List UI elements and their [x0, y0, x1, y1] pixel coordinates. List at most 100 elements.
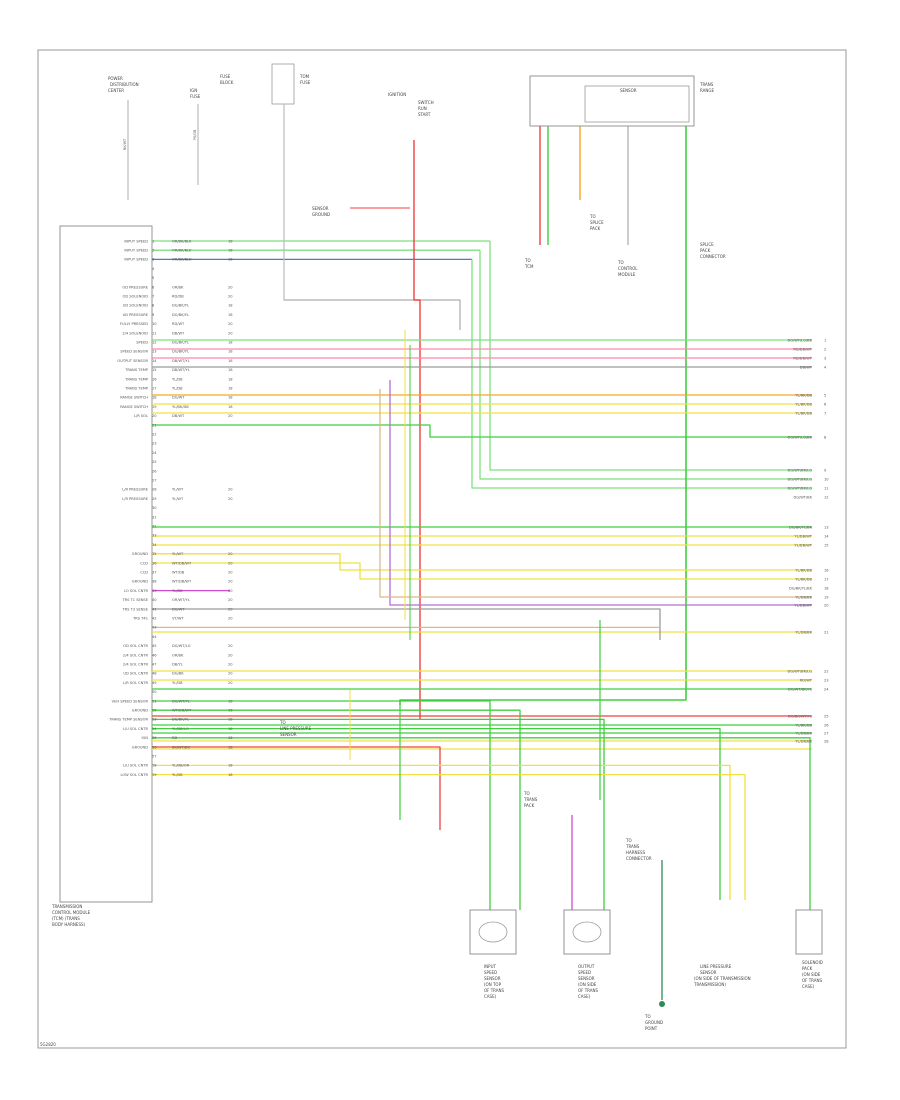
pin-wire-code: RD/DB	[172, 295, 184, 299]
wire-code: YL/DB/BK	[795, 731, 812, 735]
wire-code: RD/WT	[800, 678, 813, 682]
component-label: CASE)	[484, 994, 497, 999]
module-title-line: CONTROL MODULE	[52, 910, 91, 915]
wire-code: DB/WT	[800, 365, 813, 369]
wire-code: DG/WT/BK/YL	[788, 687, 812, 691]
pin-wire-code: OR/BK/BLK	[172, 258, 192, 262]
pin-number: 49	[152, 681, 157, 685]
component-label: FUSE	[220, 74, 231, 79]
wire-code: YL/DB/WT	[794, 543, 812, 547]
wire-code: DG/WT/BK/LG	[787, 477, 812, 481]
component-label: (ON SIDE	[578, 982, 597, 987]
component-label: CENTER	[108, 88, 124, 93]
pin-function-label: L/R PRESSURE	[122, 488, 148, 492]
pin-wire-code: DB/WT/YL	[172, 359, 190, 363]
note-s1: TO SPLICE PACK	[589, 214, 604, 231]
pin-function-label: TRANS TEMP	[124, 377, 149, 381]
note-s5: TO CONTROL MODULE	[617, 260, 638, 277]
component-label: TOM	[299, 74, 310, 79]
pin-function-label: LOW SOL CNTR	[120, 773, 148, 777]
wire	[152, 773, 746, 900]
pin-wire-code: OR/BK	[172, 653, 184, 657]
note-line: PACK	[700, 248, 711, 253]
pin-gauge: 20	[228, 617, 233, 621]
module-title-line: BODY HARNESS)	[52, 922, 86, 927]
connector-pin: 24	[824, 687, 829, 691]
note-line: TO	[523, 791, 530, 796]
note-line: CONNECTOR	[700, 254, 726, 259]
pin-function-label: INPUT SPEED	[124, 249, 148, 253]
pin-function-label: FULLY PRESSED	[120, 322, 148, 326]
wire-code: YL/DB/BK	[795, 739, 812, 743]
component-label: HARNESS	[626, 850, 646, 855]
pin-gauge: 20	[228, 295, 233, 299]
pin-gauge: 18	[228, 239, 233, 243]
diagram-frame	[37, 49, 847, 1049]
wire	[152, 746, 441, 830]
pin-gauge: 20	[228, 607, 233, 611]
pin-gauge: 18	[228, 387, 233, 391]
pin-gauge: 18	[228, 709, 233, 713]
connector-pin: 11	[824, 486, 829, 490]
component-label: TO	[625, 838, 632, 843]
tcm-pin-row: 27	[152, 479, 157, 483]
pin-gauge: 20	[228, 580, 233, 584]
pin-number: 4	[152, 267, 155, 271]
connector-pin: 7	[824, 411, 826, 415]
pin-wire-code: OR/BK/BLK	[172, 239, 192, 243]
pin-number: 44	[152, 635, 157, 639]
pin-wire-code: OR/BK/BLK	[172, 249, 192, 253]
pin-function-label: OD SOLENOID	[123, 295, 149, 299]
pin-gauge: 18	[228, 773, 233, 777]
connector-pin: 8	[824, 435, 827, 439]
pin-function-label: TRANS TEMP	[124, 387, 149, 391]
pin-gauge: 18	[228, 745, 233, 749]
component-label: OF TRANS	[578, 988, 599, 993]
wire-code: YL/DB/WT	[794, 603, 812, 607]
pin-number: 33	[152, 534, 157, 538]
pin-number: 25	[152, 460, 157, 464]
wire	[283, 200, 461, 330]
pin-wire-code: VT/WT	[172, 617, 184, 621]
pin-number: 19	[152, 405, 157, 409]
component-label: START	[418, 112, 431, 117]
component-label: LINE PRESSURE	[700, 964, 732, 969]
pin-number: 24	[152, 451, 157, 455]
top-component-c1: POWER DISTRIBUTION CENTER BK/WT	[108, 76, 139, 200]
right-wire-label: YL/DB/WT 15	[794, 543, 828, 547]
note-line: LINE PRESSURE	[280, 726, 312, 731]
component-label: RANGE	[700, 88, 714, 93]
component-label: FUSE	[190, 94, 201, 99]
pin-number: 45	[152, 644, 157, 648]
pin-gauge: 20	[228, 672, 233, 676]
tcm-pin-row: 30	[152, 506, 157, 510]
pin-number: 27	[152, 479, 157, 483]
pin-wire-code: YL/DB	[172, 773, 183, 777]
connector-pin: 15	[824, 543, 829, 547]
note-line: SPLICE	[700, 242, 714, 247]
note-line: TRANS	[523, 797, 538, 802]
wire	[152, 553, 812, 571]
note-line: TO	[617, 260, 624, 265]
pin-function-label: L/U SOL CNTR	[123, 727, 149, 731]
pin-number: 32	[152, 525, 157, 529]
pin-function-label: L/U SOL CNTR	[123, 764, 149, 768]
connector-pin: 4	[824, 365, 827, 369]
component-label: SPEED	[578, 970, 591, 975]
wire	[389, 380, 812, 606]
pin-number: 40	[152, 598, 157, 602]
